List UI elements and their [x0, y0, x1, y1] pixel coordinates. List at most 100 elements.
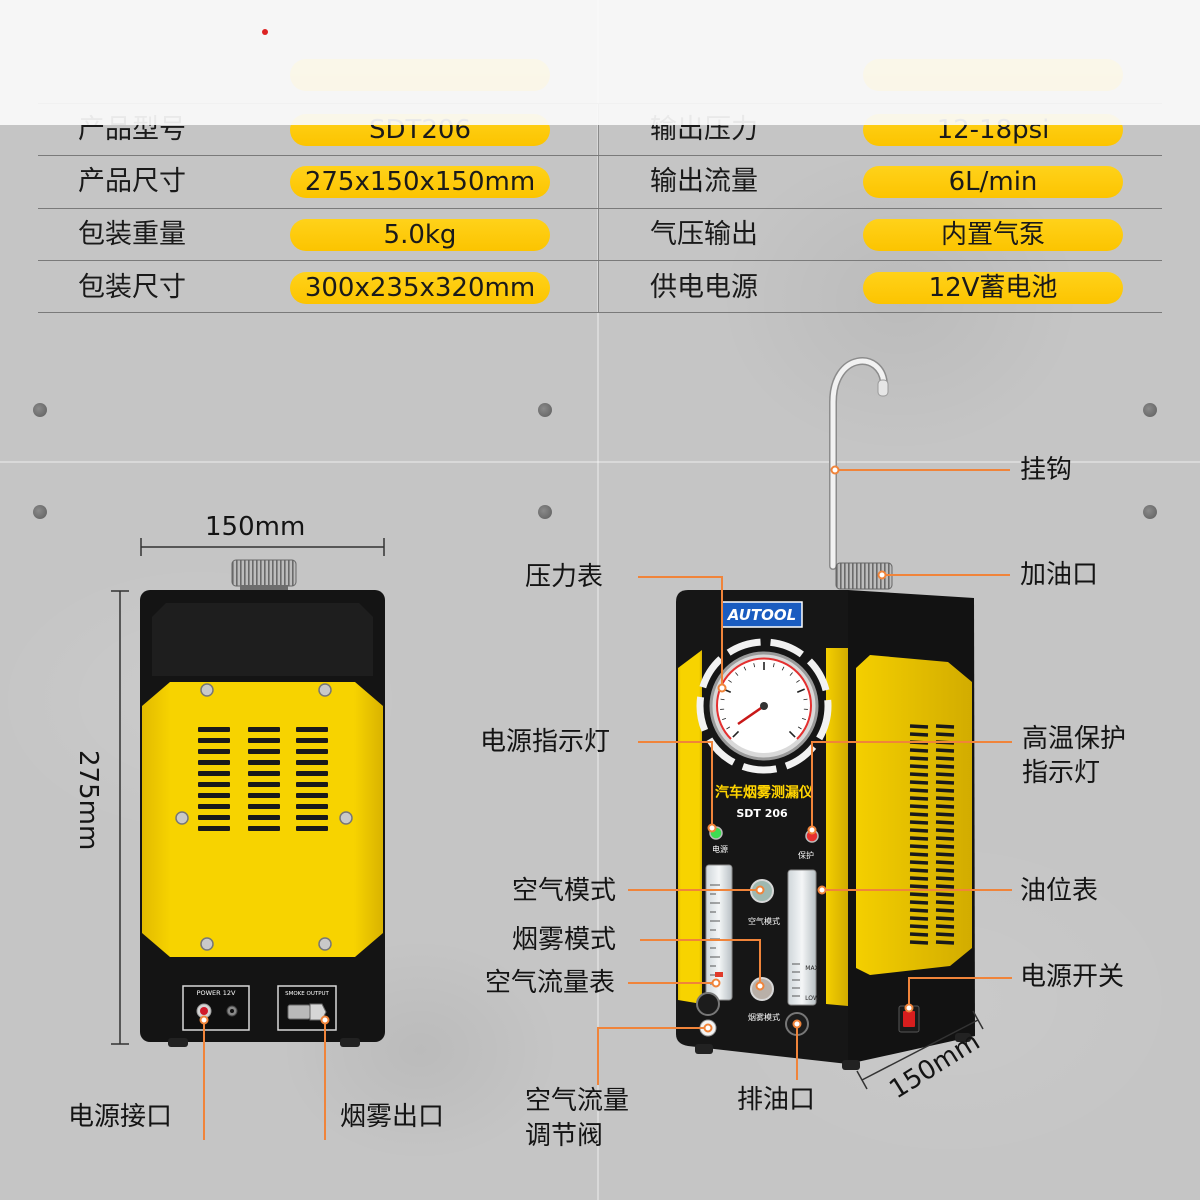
gauge-tick: [728, 679, 732, 683]
gauge-tick: [722, 717, 727, 720]
vent-slat: [935, 724, 955, 729]
vent-grille: [198, 727, 328, 831]
callout-dot: [703, 1023, 713, 1033]
callout-air-valve-line1: 空气流量: [525, 1086, 630, 1116]
vent-slat: [248, 782, 280, 787]
vent-slat: [909, 884, 929, 889]
vent-slat: [909, 868, 929, 873]
vent-slat: [935, 868, 955, 873]
callout-overheat-line1: 高温保护: [1022, 724, 1127, 754]
callout-dot: [755, 885, 765, 895]
vent-slat: [935, 732, 955, 737]
vent-slat: [909, 796, 929, 801]
vent-slat: [248, 804, 280, 809]
vent-slat: [248, 771, 280, 776]
gauge-tick: [732, 730, 740, 738]
spec-label: 包装重量: [78, 219, 186, 250]
spec-value: 内置气泵: [863, 219, 1123, 251]
gauge-tick: [720, 698, 725, 701]
hook: [830, 358, 887, 569]
screw: [200, 683, 214, 697]
gauge-tick: [772, 663, 775, 668]
vent-slat: [248, 727, 280, 732]
smoke-mode-label: 烟雾模式: [748, 1012, 780, 1022]
gauge-tick: [788, 730, 796, 738]
table-rule: [38, 155, 1162, 156]
vent-slat: [909, 756, 929, 761]
vent-slat: [296, 727, 328, 732]
vent-slat: [909, 804, 929, 809]
spec-label: 供电电源: [650, 272, 758, 303]
vent-slat: [935, 876, 955, 881]
vent-slat: [296, 804, 328, 809]
spec-label: 产品尺寸: [78, 166, 186, 197]
oil-gauge-max-label: MAX: [805, 965, 818, 972]
callout-power-switch: 电源开关: [1020, 962, 1125, 992]
brand-logo-box: [721, 601, 803, 628]
wall-bolt: [538, 403, 552, 417]
vent-slat: [935, 804, 955, 809]
callout-dot: [817, 885, 827, 895]
wall-bolt: [1143, 403, 1157, 417]
foot: [340, 1038, 360, 1047]
vent-slat: [935, 924, 955, 929]
spec-row: 包装尺寸 300x235x320mm 供电电源 12V蓄电池: [0, 271, 1200, 305]
smoke-nozzle: [287, 1004, 311, 1020]
callout-hook: 挂钩: [1020, 455, 1073, 485]
vent-slat: [909, 764, 929, 769]
rear-callout-lines: [203, 1020, 326, 1140]
vent-slat: [248, 749, 280, 754]
gauge-tick: [735, 672, 739, 676]
power-panel-label: POWER 12V: [197, 989, 236, 997]
vent-slat: [935, 764, 955, 769]
table-rule: [38, 208, 1162, 209]
vent-slat: [909, 924, 929, 929]
smoke-panel-label: SMOKE OUTPUT: [285, 991, 329, 997]
callout-dot: [830, 465, 840, 475]
vent-slat: [296, 782, 328, 787]
wall-seam: [0, 461, 1200, 463]
vent-slat: [248, 760, 280, 765]
vent-slat: [296, 738, 328, 743]
spec-value: 275x150x150mm: [290, 166, 550, 198]
oil-gauge-ticks: [792, 963, 800, 997]
gauge-needle: [737, 704, 765, 726]
callout-dot: [199, 1015, 209, 1025]
callout-line-pressure-gauge: [638, 576, 723, 688]
callout-dot: [792, 1019, 802, 1029]
air-mode-label: 空气模式: [748, 916, 780, 926]
callout-line-air-valve: [597, 1027, 708, 1085]
vent-slat: [909, 940, 929, 945]
screws: [175, 683, 353, 951]
screw: [339, 811, 353, 825]
vent-slat: [935, 748, 955, 753]
vent-slat: [935, 812, 955, 817]
fill-cap-knob: [231, 559, 297, 587]
gauge-hub: [760, 702, 768, 710]
vent-slat: [909, 748, 929, 753]
side-vent-grille: [909, 724, 955, 945]
gauge-tick: [797, 726, 802, 730]
callout-dots: [703, 465, 914, 1033]
vent-slat: [935, 836, 955, 841]
power-port-panel: [182, 985, 250, 1031]
spec-row: 包装重量 5.0kg 气压输出 内置气泵: [0, 218, 1200, 252]
vent-slat: [909, 828, 929, 833]
foot: [695, 1044, 713, 1054]
callout-air-flow-meter: 空气流量表: [485, 968, 616, 998]
vent-slat: [935, 940, 955, 945]
vent-slat: [909, 732, 929, 737]
callout-smoke-mode: 烟雾模式: [512, 925, 617, 955]
callout-dot: [320, 1015, 330, 1025]
gauge-tick: [796, 679, 800, 683]
callout-oil-drain: 排油口: [737, 1085, 816, 1115]
top-bevel: [152, 603, 373, 676]
front-left-yellow-strip: [678, 650, 702, 1004]
gauge-guard: [696, 638, 832, 774]
power-port-red-terminal: [200, 1007, 208, 1015]
model-label: SDT 206: [736, 807, 788, 820]
vent-slat: [935, 756, 955, 761]
product-name: 汽车烟雾测漏仪: [715, 784, 814, 801]
vent-slat: [935, 908, 955, 913]
height-dimension-label: 275mm: [73, 750, 103, 851]
